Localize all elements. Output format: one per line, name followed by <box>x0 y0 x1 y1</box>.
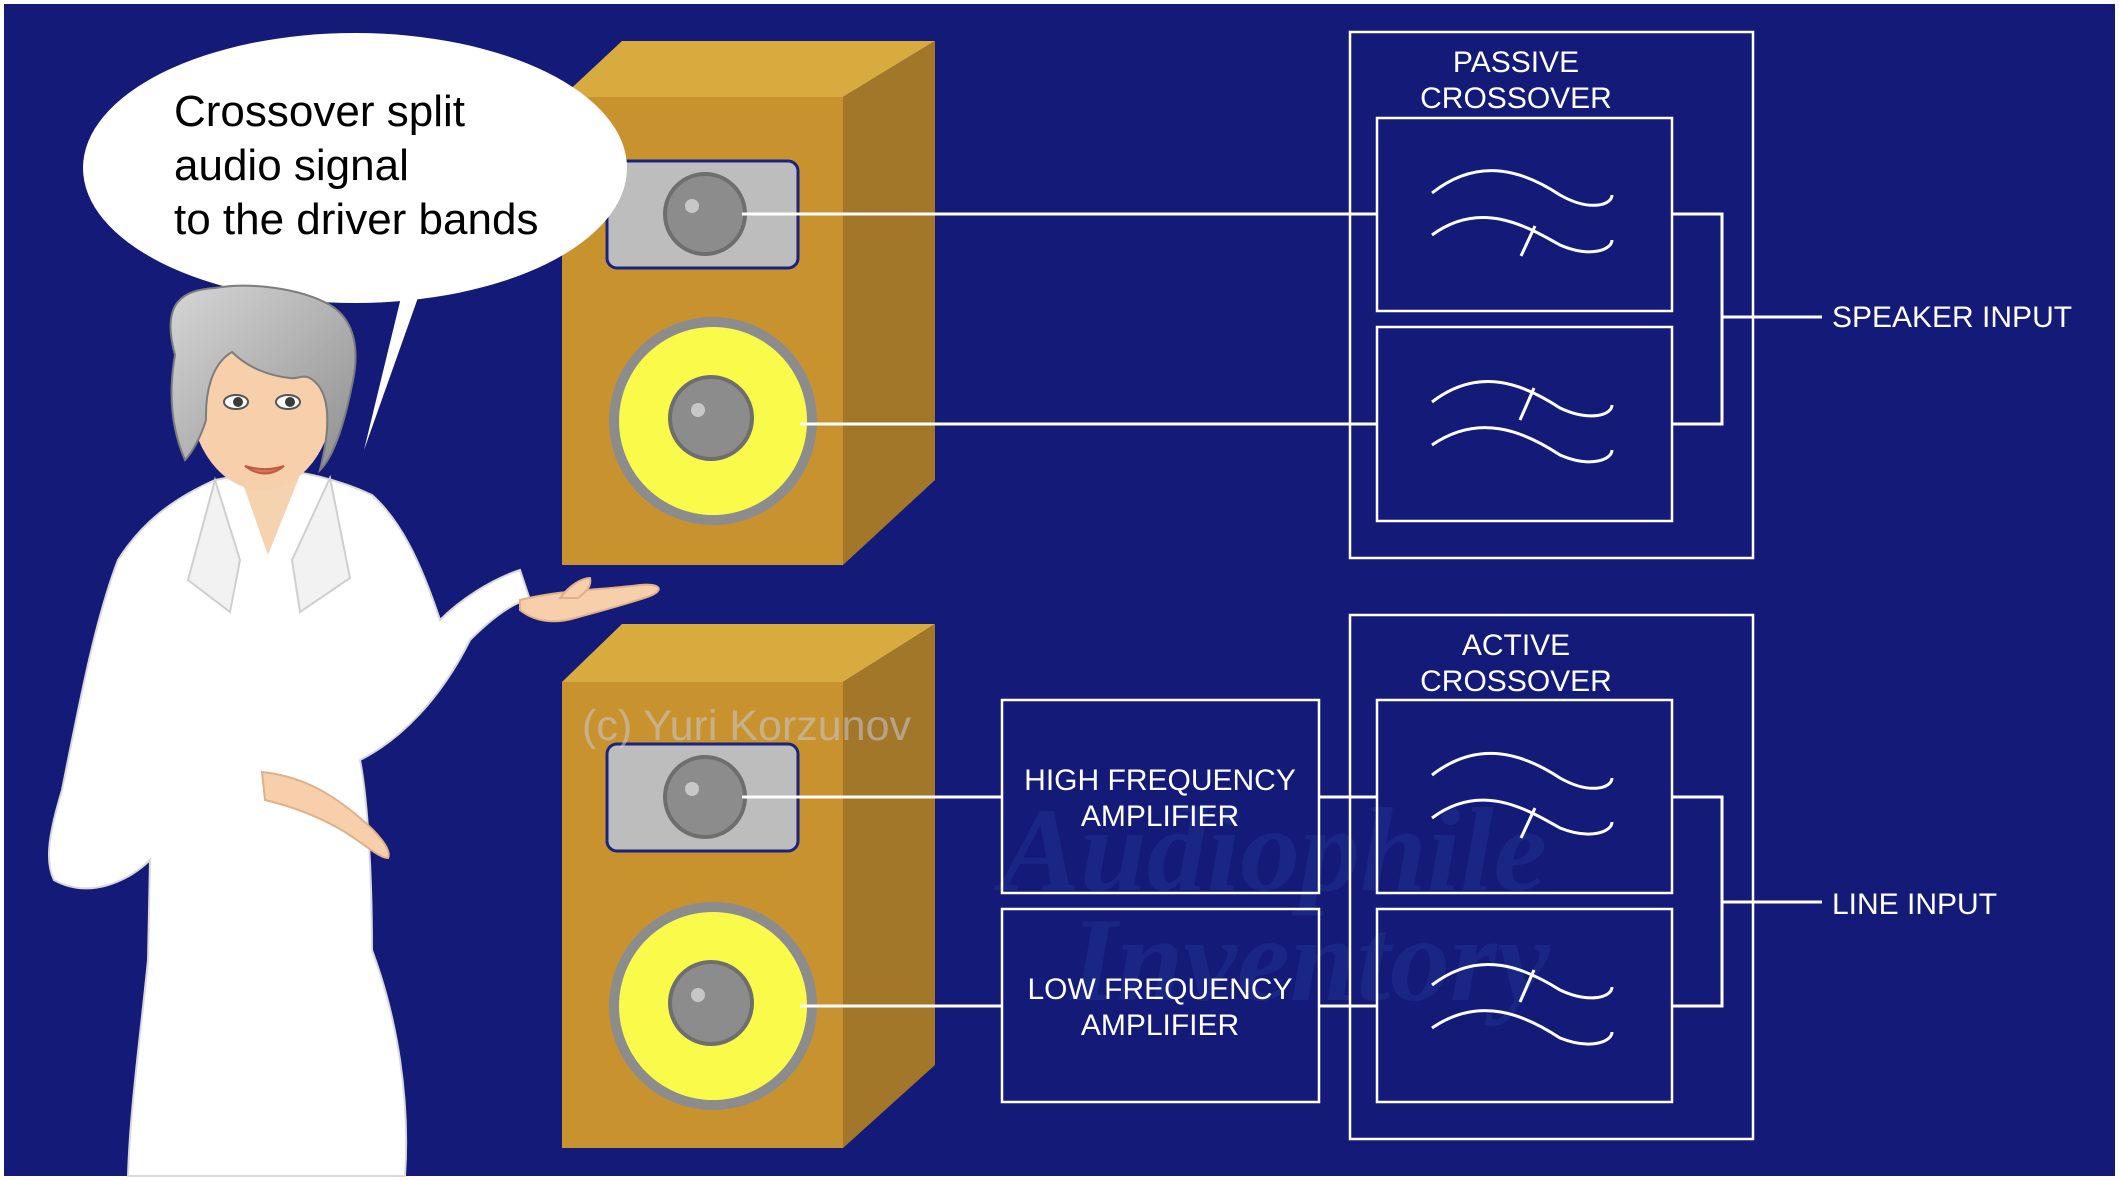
passive-crossover-title-line-2: CROSSOVER <box>1420 82 1612 115</box>
low-pass-filter-icon <box>1431 962 1614 1046</box>
high-frequency-amplifier-line-2: AMPLIFIER <box>1081 800 1239 833</box>
woofer-highlight <box>691 403 705 417</box>
speech-line-3: to the driver bands <box>174 195 538 244</box>
woofer-dustcap <box>668 375 754 461</box>
bottom-speaker <box>562 624 935 1148</box>
speech-line-1: Crossover split <box>174 87 465 136</box>
active-crossover-frame <box>1348 613 1755 1141</box>
watermark-line-2: Inventory <box>1068 893 1551 1026</box>
active-crossover-title-line-2: CROSSOVER <box>1420 665 1612 698</box>
wiring <box>742 212 1822 1008</box>
presenter-coat <box>48 468 532 1177</box>
presenter-neckline <box>238 470 302 555</box>
high-frequency-amplifier: HIGH FREQUENCY AMPLIFIER <box>1000 698 1321 895</box>
speech-bubble-body <box>83 33 627 303</box>
presenter-lapel-left <box>186 476 242 614</box>
cabinet-side <box>843 41 935 565</box>
low-frequency-amplifier-line-1: LOW FREQUENCY <box>1027 973 1292 1006</box>
low-frequency-amplifier-line-2: AMPLIFIER <box>1081 1009 1239 1042</box>
cabinet-top <box>562 624 935 682</box>
high-pass-filter-icon <box>1431 169 1614 257</box>
high-frequency-amplifier-line-1: HIGH FREQUENCY <box>1024 764 1296 797</box>
speech-bubble-shape <box>364 285 420 450</box>
high-pass-filter-icon <box>1431 752 1614 839</box>
presenter-hair <box>169 284 357 474</box>
speaker-input-label: SPEAKER INPUT <box>1832 301 2072 334</box>
low-pass-filter-icon <box>1431 380 1614 464</box>
passive-crossover: PASSIVE CROSSOVER SPEAKER INPUT <box>1348 30 2072 560</box>
woofer-highlight <box>691 988 705 1002</box>
tweeter-highlight <box>685 782 699 796</box>
active-crossover-title-line-1: ACTIVE <box>1462 629 1570 662</box>
tweeter-highlight <box>685 199 699 213</box>
tweeter-dome <box>663 755 747 839</box>
cabinet-top <box>562 41 935 97</box>
copyright-text: (c) Yuri Korzunov <box>582 702 912 750</box>
presenter-mouth <box>244 465 285 475</box>
presenter-pupil-left <box>233 397 243 407</box>
line-input-label: LINE INPUT <box>1832 888 1997 921</box>
cabinet-side <box>843 624 935 1148</box>
presenter-figure <box>48 284 660 1177</box>
speech-bubble: Crossover split audio signal to the driv… <box>83 33 627 450</box>
wire-passive-bus <box>1672 212 1822 426</box>
presenter-raised-thumb <box>557 576 592 599</box>
presenter-lapel-right <box>290 474 352 614</box>
top-speaker <box>562 41 935 565</box>
woofer-dustcap <box>668 960 754 1046</box>
presenter-pupil-right <box>285 397 295 407</box>
active-crossover: ACTIVE CROSSOVER LINE INPUT <box>1348 613 1997 1141</box>
wire-active-bus <box>1672 795 1822 1008</box>
passive-crossover-frame <box>1348 30 1755 560</box>
speech-line-2: audio signal <box>174 141 409 190</box>
presenter-lower-hand <box>260 770 390 860</box>
passive-crossover-title-line-1: PASSIVE <box>1453 46 1579 79</box>
tweeter-dome <box>663 172 747 256</box>
